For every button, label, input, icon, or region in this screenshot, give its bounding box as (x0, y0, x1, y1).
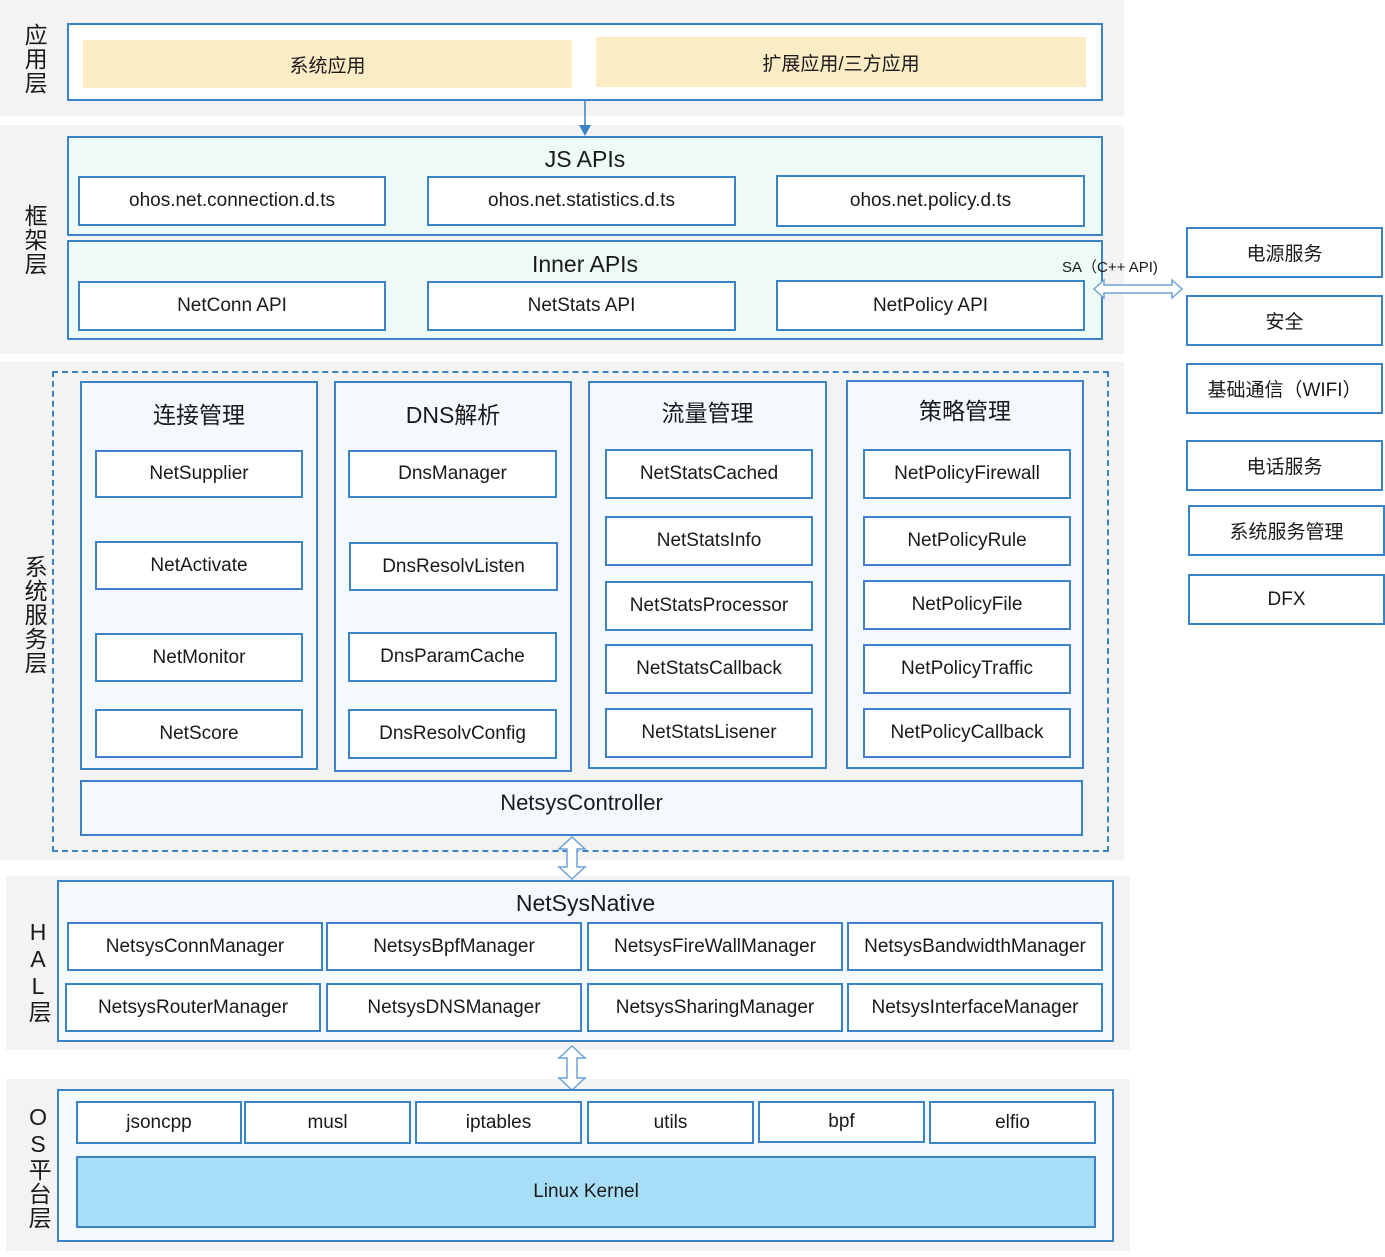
netstats-processor-box: NetStatsProcessor (605, 581, 813, 631)
os-layer-label: OS平台层 (25, 1104, 52, 1230)
netsys-dns-manager-box: NetsysDNSManager (326, 983, 582, 1032)
netstats-cached-box: NetStatsCached (605, 449, 813, 499)
netsys-conn-manager-box: NetsysConnManager (67, 922, 323, 971)
app-to-framework-arrow (579, 100, 591, 136)
js-api-connection: ohos.net.connection.d.ts (78, 176, 386, 226)
lib-elfio-box: elfio (929, 1101, 1096, 1144)
power-service-box: 电源服务 (1186, 227, 1383, 278)
system-app-box: 系统应用 (83, 40, 572, 88)
inner-apis-title: Inner APIs (531, 250, 639, 277)
telephony-service-box: 电话服务 (1186, 440, 1383, 491)
netsys-native-title: NetSysNative (515, 889, 656, 916)
lib-jsoncpp-box: jsoncpp (76, 1101, 242, 1144)
lib-musl-box: musl (244, 1101, 411, 1144)
netstats-info-box: NetStatsInfo (605, 516, 813, 566)
inner-api-netstats: NetStats API (427, 281, 736, 331)
netpolicy-file-box: NetPolicyFile (863, 580, 1071, 630)
netpolicy-rule-box: NetPolicyRule (863, 516, 1071, 566)
policy-title: 策略管理 (919, 398, 1011, 424)
netsys-bandwidth-manager-box: NetsysBandwidthManager (847, 922, 1103, 971)
netsys-firewall-manager-box: NetsysFireWallManager (587, 922, 843, 971)
policy-column (846, 380, 1084, 769)
conn-mgr-title: 连接管理 (153, 402, 245, 428)
hal-os-double-arrow (557, 1044, 587, 1092)
sa-double-arrow (1092, 278, 1184, 300)
net-supplier-box: NetSupplier (95, 450, 303, 498)
service-layer-label: 系统服务层 (21, 555, 48, 675)
netsys-interface-manager-box: NetsysInterfaceManager (847, 983, 1103, 1032)
service-hal-double-arrow (557, 835, 587, 881)
stats-column (588, 381, 827, 769)
js-apis-title: JS APIs (544, 145, 626, 172)
js-api-policy: ohos.net.policy.d.ts (776, 175, 1085, 227)
sa-cpp-api-label: SA（C++ API) (1062, 259, 1158, 276)
stats-title: 流量管理 (661, 400, 754, 426)
framework-layer-label: 框架层 (21, 204, 48, 276)
js-api-statistics: ohos.net.statistics.d.ts (427, 176, 736, 226)
netsys-router-manager-box: NetsysRouterManager (65, 983, 321, 1032)
netpolicy-traffic-box: NetPolicyTraffic (863, 644, 1071, 694)
inner-api-netconn: NetConn API (78, 281, 386, 331)
dns-manager-box: DnsManager (348, 450, 557, 498)
netpolicy-callback-box: NetPolicyCallback (863, 708, 1071, 758)
netstats-lisener-box: NetStatsLisener (605, 708, 813, 758)
lib-bpf-box: bpf (758, 1101, 925, 1143)
security-box: 安全 (1186, 295, 1383, 346)
service-layer-frame (52, 371, 1109, 852)
dns-param-cache-box: DnsParamCache (348, 632, 557, 682)
net-monitor-box: NetMonitor (95, 633, 303, 682)
netsys-controller-box: NetsysController (80, 780, 1083, 836)
netsys-bpf-manager-box: NetsysBpfManager (326, 922, 582, 971)
dns-title: DNS解析 (405, 402, 501, 428)
app-layer-label: 应用层 (21, 23, 48, 95)
net-activate-box: NetActivate (95, 541, 303, 590)
samgr-box: 系统服务管理 (1188, 505, 1385, 556)
dns-resolv-listen-box: DnsResolvListen (349, 542, 558, 591)
netsys-sharing-manager-box: NetsysSharingManager (587, 983, 843, 1032)
netstats-callback-box: NetStatsCallback (605, 644, 813, 694)
net-score-box: NetScore (95, 709, 303, 758)
linux-kernel-box: Linux Kernel (76, 1156, 1096, 1228)
dfx-box: DFX (1188, 574, 1385, 625)
lib-utils-box: utils (587, 1101, 754, 1144)
ext-app-box: 扩展应用/三方应用 (596, 37, 1086, 87)
hal-layer-label: HAL层 (25, 918, 52, 1024)
lib-iptables-box: iptables (415, 1101, 582, 1144)
inner-api-netpolicy: NetPolicy API (776, 280, 1085, 331)
netpolicy-firewall-box: NetPolicyFirewall (863, 449, 1071, 499)
wifi-comm-box: 基础通信（WIFI） (1186, 363, 1383, 414)
dns-resolv-config-box: DnsResolvConfig (348, 709, 557, 759)
